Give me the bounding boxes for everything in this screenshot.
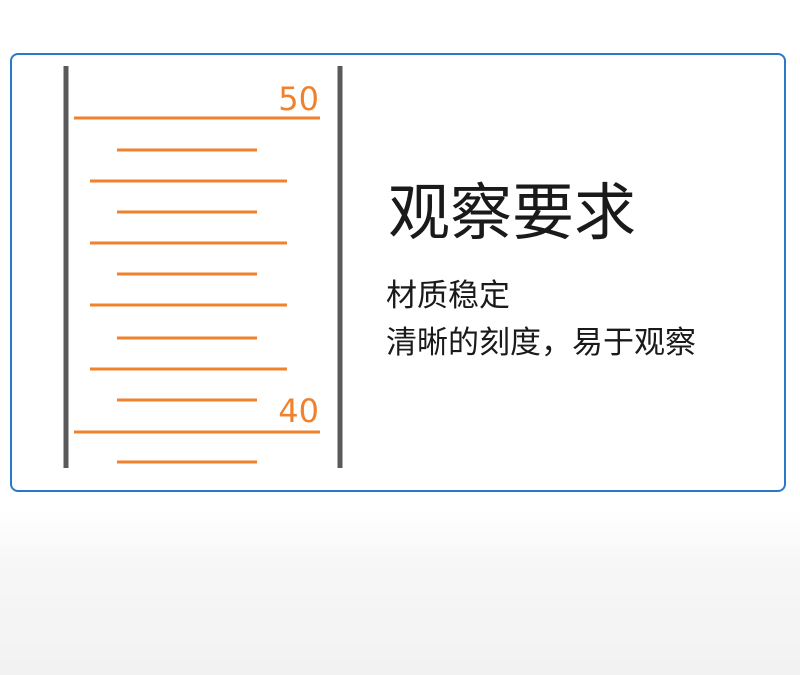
description-line-2: 清晰的刻度，易于观察	[386, 325, 696, 361]
graduation-label-50: 50	[278, 80, 319, 118]
graduation-label-40: 40	[278, 392, 319, 430]
card-heading: 观察要求	[388, 176, 637, 249]
description-line-1: 材质稳定	[386, 278, 510, 314]
